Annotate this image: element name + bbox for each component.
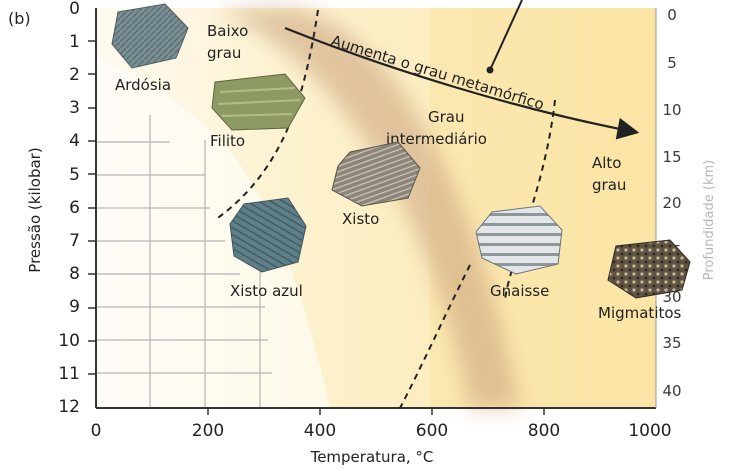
- y-tick: 12: [58, 397, 80, 417]
- x-tick: 800: [528, 421, 560, 441]
- depth-tick: 10: [662, 101, 681, 119]
- depth-tick: 40: [662, 382, 681, 400]
- right-axis-ticks: 0 5 10 15 20 25 30 35 40: [662, 6, 681, 400]
- y-tick: 10: [58, 331, 80, 351]
- panel-label: (b): [8, 9, 31, 28]
- y-tick: 6: [69, 198, 80, 218]
- depth-tick: 5: [667, 54, 677, 72]
- rock-gnaisse-label: Gnaisse: [490, 282, 549, 300]
- y-tick: 11: [58, 364, 80, 384]
- x-tick: 400: [304, 421, 336, 441]
- y-tick: 0: [69, 0, 80, 19]
- y-tick: 8: [69, 264, 80, 284]
- depth-tick: 20: [662, 194, 681, 212]
- y-axis-ticks: 0 1 2 3 4 5 6 7 8 9 10 11 12: [58, 0, 80, 417]
- zone-low-label-1: Baixo: [207, 22, 248, 40]
- rock-migmatitos-label: Migmatitos: [598, 304, 682, 322]
- x-axis-tick-marks: [208, 408, 544, 415]
- y-tick: 1: [69, 32, 80, 52]
- y-tick: 2: [69, 65, 80, 85]
- depth-tick: 35: [662, 334, 681, 352]
- rock-ardosia-label: Ardósia: [115, 76, 171, 94]
- x-tick: 0: [91, 421, 102, 441]
- zone-high-label-2: grau: [592, 176, 626, 194]
- x-tick: 600: [416, 421, 448, 441]
- zone-intermediate-label-1: Grau: [428, 108, 465, 126]
- pointer-dot: [487, 67, 494, 74]
- depth-tick: 0: [667, 6, 677, 24]
- zone-high-label-1: Alto: [592, 154, 622, 172]
- rock-xisto-label: Xisto: [342, 210, 379, 228]
- rock-filito-label: Filito: [210, 132, 245, 150]
- rock-xisto-azul-label: Xisto azul: [230, 282, 303, 300]
- y-axis-tick-marks: [88, 41, 96, 374]
- y-axis-title: Pressão (kilobar): [26, 147, 44, 272]
- y-tick: 7: [69, 231, 80, 251]
- depth-tick: 15: [662, 148, 681, 166]
- y-tick: 3: [69, 98, 80, 118]
- y-tick: 9: [69, 297, 80, 317]
- right-axis-title: Profundidade (km): [702, 160, 717, 280]
- y-tick: 5: [69, 165, 80, 185]
- y-tick: 4: [69, 131, 80, 151]
- rock-xisto-azul: Xisto azul: [230, 198, 306, 300]
- x-tick: 1000: [628, 421, 671, 441]
- zone-low-label-2: grau: [207, 44, 241, 62]
- x-axis-title: Temperatura, °C: [310, 448, 434, 466]
- x-tick: 200: [192, 421, 224, 441]
- x-axis-ticks: 0 200 400 600 800 1000: [91, 421, 672, 441]
